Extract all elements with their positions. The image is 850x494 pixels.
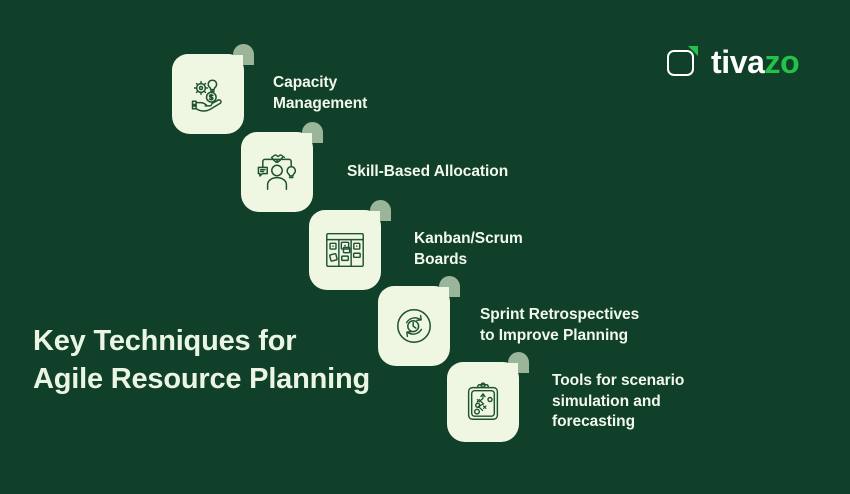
logo-green-notch-icon — [688, 46, 698, 56]
logo-wordmark: tivazo — [711, 44, 800, 80]
logo-wordmark-part-b: zo — [764, 44, 800, 80]
step-label: Capacity Management — [273, 74, 368, 112]
step-item-skill-based-allocation[interactable]: Skill-Based Allocation — [241, 122, 509, 212]
step-card — [241, 122, 323, 212]
step-card — [309, 200, 391, 290]
step-item-sprint-retrospectives[interactable]: Sprint Retrospectives to Improve Plannin… — [378, 276, 640, 366]
card-fold-corner — [369, 200, 391, 222]
logo-square-outline — [667, 50, 694, 76]
card-fold-corner — [507, 352, 529, 374]
step-label: Skill-Based Allocation — [347, 162, 509, 180]
step-label: Sprint Retrospectives to Improve Plannin… — [480, 306, 640, 344]
logo-wordmark-part-a: tiva — [711, 44, 765, 80]
step-label: Kanban/Scrum Boards — [414, 230, 523, 268]
page-title: Key Techniques for Agile Resource Planni… — [33, 325, 371, 396]
retrospective-clock-cycle-icon — [378, 286, 450, 366]
person-handshake-bulb-icon — [241, 132, 313, 212]
step-item-capacity-management[interactable]: Capacity Management — [172, 44, 368, 134]
card-fold-corner — [232, 44, 254, 66]
step-card-body — [447, 362, 519, 442]
step-card — [447, 352, 529, 442]
step-item-scenario-simulation-tools[interactable]: Tools for scenario simulation and foreca… — [447, 352, 685, 442]
step-label: Tools for scenario simulation and foreca… — [552, 372, 685, 431]
brand-logo[interactable]: tivazo — [666, 44, 800, 80]
card-fold-corner — [438, 276, 460, 298]
card-fold-corner — [301, 122, 323, 144]
kanban-board-icon — [309, 210, 381, 290]
step-card-body — [309, 210, 381, 290]
logo-mark-icon — [666, 45, 700, 79]
clipboard-strategy-icon — [447, 362, 519, 442]
step-card — [172, 44, 254, 134]
step-item-kanban-scrum-boards[interactable]: Kanban/Scrum Boards — [309, 200, 523, 290]
hand-gear-bulb-coin-icon — [172, 54, 244, 134]
step-card — [378, 276, 460, 366]
step-card-body — [241, 132, 313, 212]
